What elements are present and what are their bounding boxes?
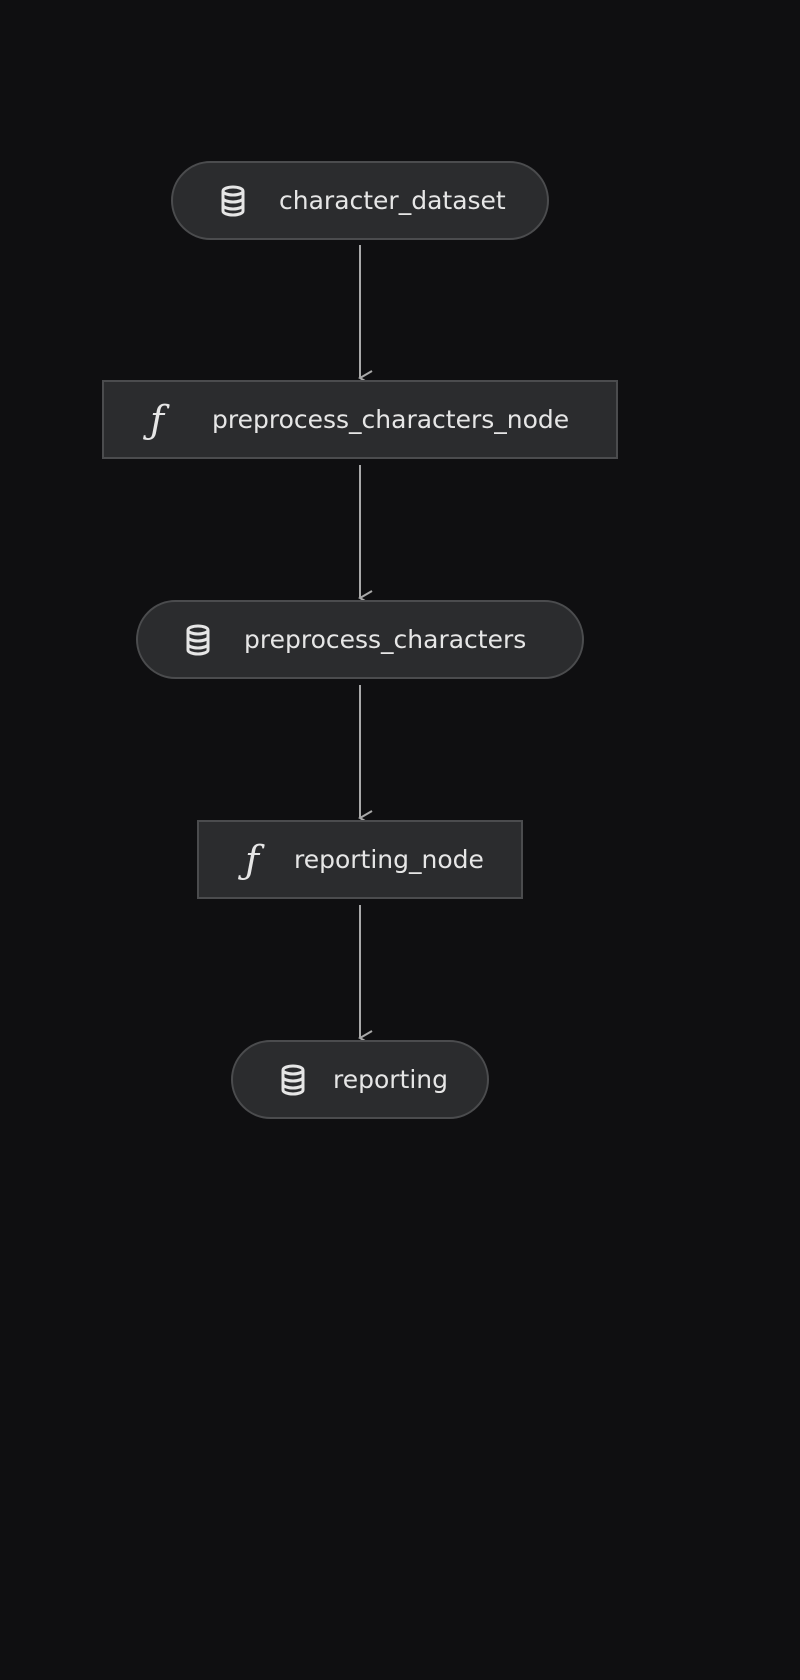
node-label: reporting bbox=[333, 1065, 449, 1094]
node-preprocess-characters[interactable]: preprocess_characters bbox=[136, 600, 584, 679]
function-icon: ƒ bbox=[244, 837, 260, 882]
node-reporting[interactable]: reporting bbox=[231, 1040, 489, 1119]
node-label: reporting_node bbox=[294, 845, 484, 874]
function-icon: ƒ bbox=[149, 397, 165, 442]
node-character-dataset[interactable]: character_dataset bbox=[171, 161, 549, 240]
database-icon bbox=[278, 1064, 308, 1096]
node-reporting-node[interactable]: ƒ reporting_node bbox=[197, 820, 523, 899]
database-icon bbox=[218, 185, 248, 217]
node-label: preprocess_characters bbox=[244, 625, 527, 654]
node-label: preprocess_characters_node bbox=[212, 405, 570, 434]
database-icon bbox=[183, 624, 213, 656]
node-label: character_dataset bbox=[279, 186, 506, 215]
node-preprocess-characters-node[interactable]: ƒ preprocess_characters_node bbox=[102, 380, 618, 459]
